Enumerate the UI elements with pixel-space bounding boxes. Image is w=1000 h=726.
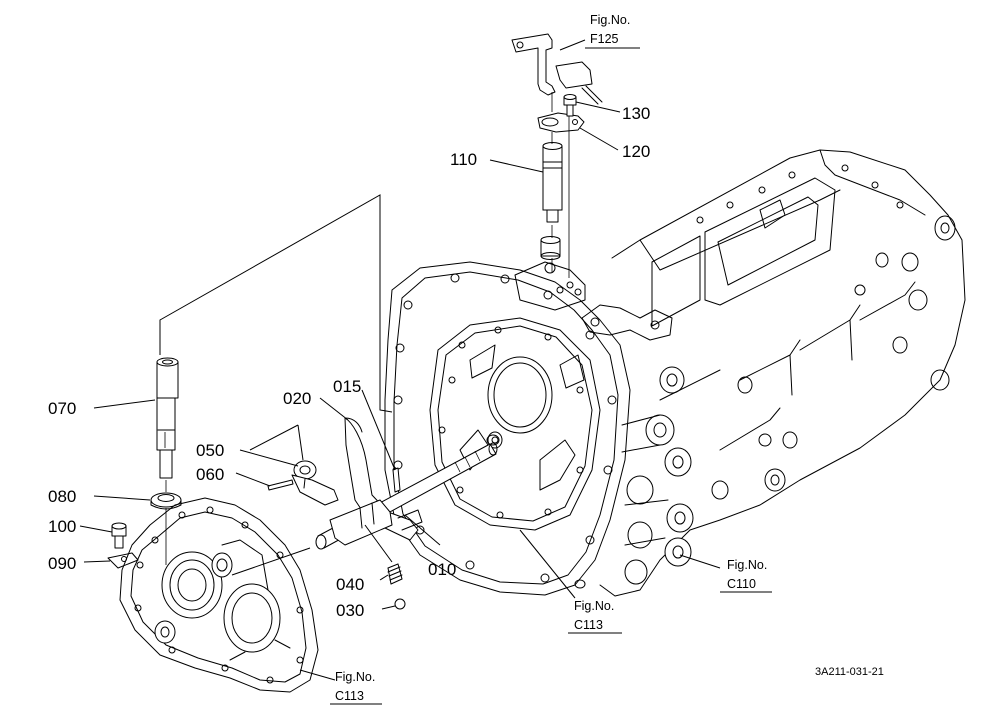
callout-090: 090 bbox=[48, 554, 76, 573]
figure-ref-c113-center: Fig.No. C113 bbox=[568, 599, 622, 634]
collar bbox=[540, 236, 561, 260]
gear-case-cover bbox=[119, 497, 319, 693]
shaft-070 bbox=[156, 357, 179, 479]
figure-ref-f125: Fig.No. F125 bbox=[585, 13, 640, 49]
figure-ref-c113-bottom-code: C113 bbox=[335, 689, 364, 703]
callout-040: 040 bbox=[336, 575, 364, 594]
pin-060 bbox=[267, 479, 294, 491]
callout-060: 060 bbox=[196, 465, 224, 484]
oil-seal-080 bbox=[150, 492, 182, 510]
callout-120: 120 bbox=[622, 142, 650, 161]
figure-ref-c113-bottom: Fig.No. C113 bbox=[330, 670, 382, 705]
shift-arm-050 bbox=[291, 460, 339, 506]
figure-ref-f125-label: Fig.No. bbox=[590, 13, 630, 27]
figure-ref-c113-center-label: Fig.No. bbox=[574, 599, 614, 613]
plate-120 bbox=[537, 112, 585, 133]
callout-labels: 070 080 100 090 050 060 020 015 010 040 … bbox=[48, 104, 650, 620]
figure-ref-c110: Fig.No. C110 bbox=[720, 558, 772, 593]
callout-030: 030 bbox=[336, 601, 364, 620]
callout-020: 020 bbox=[283, 389, 311, 408]
callout-015: 015 bbox=[333, 377, 361, 396]
figure-ref-c110-code: C110 bbox=[727, 577, 756, 591]
callout-080: 080 bbox=[48, 487, 76, 506]
figure-ref-f125-code: F125 bbox=[590, 32, 619, 46]
bolt-130 bbox=[563, 94, 577, 117]
vertical-shaft-110 bbox=[542, 142, 563, 223]
leader-lines bbox=[79, 39, 721, 681]
callout-130: 130 bbox=[622, 104, 650, 123]
pin-015 bbox=[392, 467, 401, 493]
flange-plate bbox=[384, 261, 631, 596]
figure-ref-c113-center-code: C113 bbox=[574, 618, 603, 632]
callout-110: 110 bbox=[450, 150, 477, 169]
lock-plate-090 bbox=[107, 552, 139, 569]
callout-050: 050 bbox=[196, 441, 224, 460]
front-bosses bbox=[621, 414, 694, 585]
shift-fork-020 bbox=[329, 417, 423, 546]
document-id: 3A211-031-21 bbox=[815, 666, 884, 678]
ball-030 bbox=[394, 598, 406, 610]
figure-ref-c113-bottom-label: Fig.No. bbox=[335, 670, 375, 684]
callout-010: 010 bbox=[428, 560, 456, 579]
spring-040 bbox=[387, 563, 403, 585]
figure-ref-c110-label: Fig.No. bbox=[727, 558, 767, 572]
callout-070: 070 bbox=[48, 399, 76, 418]
transmission-case bbox=[581, 149, 966, 597]
callout-100: 100 bbox=[48, 517, 76, 536]
bolt-100 bbox=[111, 522, 127, 549]
center-lines bbox=[165, 92, 570, 565]
lever-parts-f125 bbox=[511, 33, 603, 105]
